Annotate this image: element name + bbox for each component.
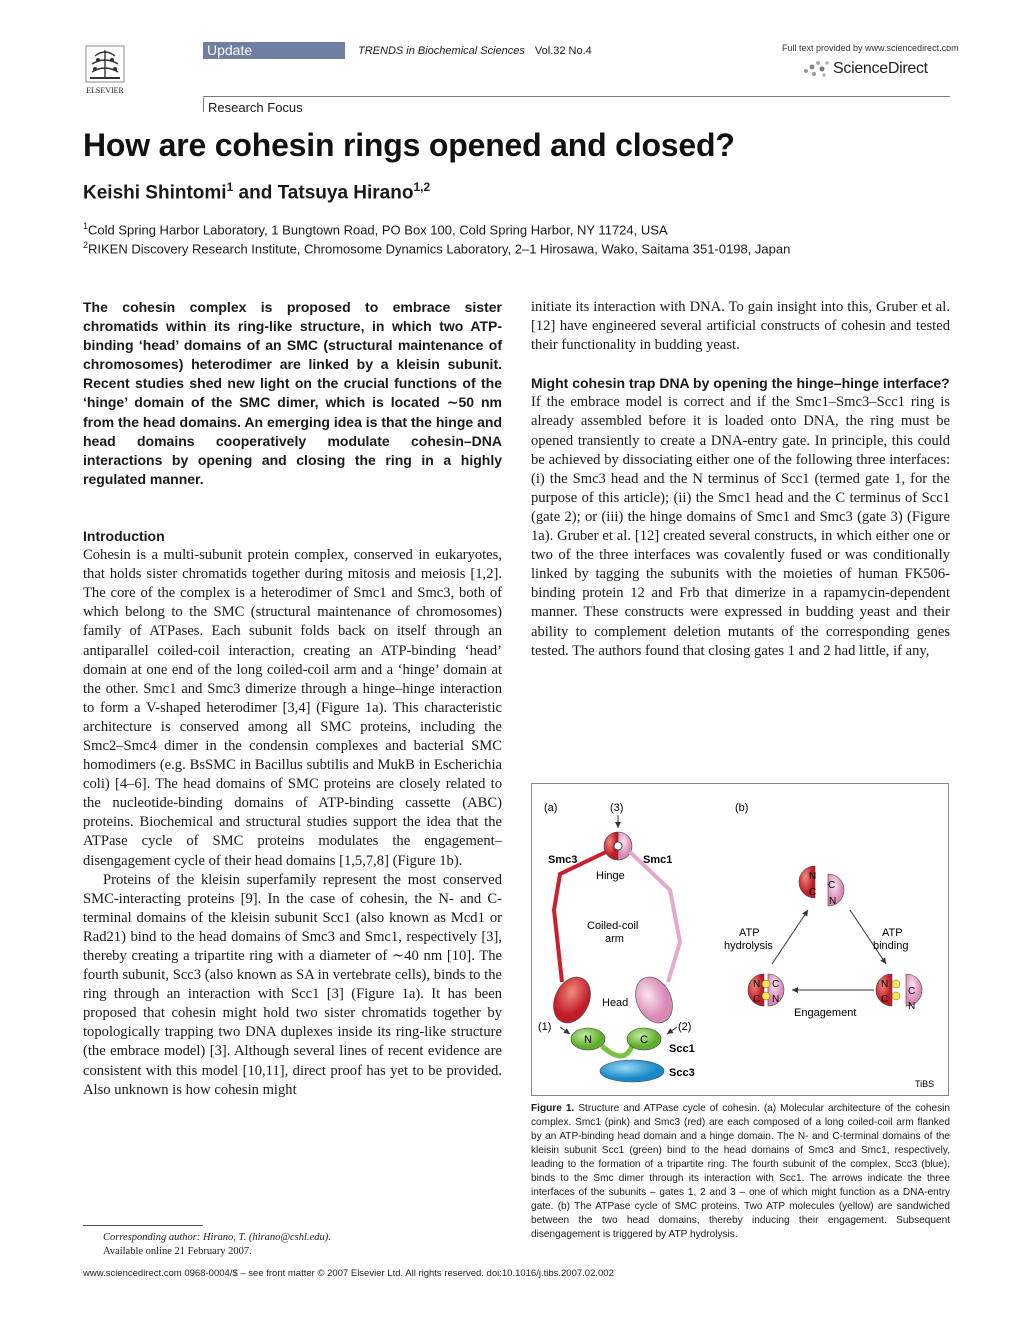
atp-binding-label-2: binding — [873, 940, 908, 952]
head-label: Head — [602, 997, 628, 1009]
section-marker — [203, 98, 204, 112]
disengaged-heads-top: N C C N — [798, 865, 845, 907]
top-n2: N — [829, 896, 836, 907]
atp-molecule — [891, 991, 901, 1001]
atp-hydrolysis-label-1: ATP — [739, 927, 760, 939]
right-n: N — [881, 979, 888, 990]
left-c2: C — [772, 979, 779, 990]
scc1-linker — [600, 1044, 635, 1059]
hinge-label: Hinge — [596, 870, 625, 882]
author-1: Keishi Shintomi — [83, 182, 227, 204]
scc1-label: Scc1 — [669, 1043, 695, 1055]
affiliation-2-text: RIKEN Discovery Research Institute, Chro… — [88, 241, 791, 257]
atp-bound-heads-right: N C C N — [875, 973, 923, 1012]
right-column: initiate its interaction with DNA. To ga… — [531, 298, 950, 661]
intro-paragraph-1: Cohesin is a multi-subunit protein compl… — [83, 547, 502, 869]
intro-paragraph-2: Proteins of the kleisin superfamily repr… — [83, 871, 502, 1098]
smc1-label: Smc1 — [643, 854, 672, 866]
figure-1-diagram: (a) (3) Smc3 Smc1 Hinge Coiled-coil arm … — [538, 802, 934, 1089]
figure-1: (a) (3) Smc3 Smc1 Hinge Coiled-coil arm … — [531, 783, 949, 1096]
affiliation-2: 2RIKEN Discovery Research Institute, Chr… — [83, 240, 790, 256]
smc3-hinge — [603, 831, 619, 861]
elsevier-logo: ELSEVIER — [85, 45, 125, 95]
journal-name: TRENDS in Biochemical Sciences — [358, 45, 525, 57]
footnote-rule — [83, 1225, 203, 1226]
svg-text:ELSEVIER: ELSEVIER — [86, 86, 124, 95]
scc1-n-terminus — [570, 1027, 606, 1051]
gate-1-arrow — [559, 1026, 571, 1035]
journal-volume: Vol.32 No.4 — [534, 45, 592, 57]
left-column: The cohesin complex is proposed to embra… — [83, 298, 502, 1100]
tibs-credit: TiBS — [915, 1079, 934, 1089]
smc3-head — [553, 976, 591, 1024]
corresponding-author: Corresponding author: Hirano, T. (hirano… — [103, 1232, 331, 1243]
smc1-head — [635, 976, 673, 1024]
right-paragraph-2: If the embrace model is correct and if t… — [531, 394, 950, 659]
panel-b-label: (b) — [735, 802, 748, 814]
right-c2: C — [908, 986, 915, 997]
scc1-c-terminus — [626, 1027, 662, 1051]
author-line: Keishi Shintomi1 and Tatsuya Hirano1,2 — [83, 180, 430, 204]
right-n2: N — [908, 1001, 915, 1012]
author-2: Tatsuya Hirano — [277, 182, 414, 204]
fulltext-note: Full text provided by www.sciencedirect.… — [782, 43, 959, 53]
engagement-label: Engagement — [794, 1007, 856, 1019]
atp-hydrolysis-label-2: hydrolysis — [724, 940, 773, 952]
engaged-heads-left: N C C N — [747, 973, 785, 1007]
page-footer: www.sciencedirect.com 0968-0004/$ – see … — [83, 1268, 614, 1279]
scc1-n-label: N — [584, 1034, 592, 1046]
gate-3-label: (3) — [610, 802, 623, 814]
footnote: Corresponding author: Hirano, T. (hirano… — [103, 1231, 331, 1259]
caption-text: Structure and ATPase cycle of cohesin. (… — [531, 1103, 950, 1240]
journal-line: TRENDS in Biochemical Sciences Vol.32 No.… — [358, 45, 592, 57]
smc1-hinge — [617, 831, 633, 861]
section-heading-hinge: Might cohesin trap DNA by opening the hi… — [531, 375, 950, 392]
article-title: How are cohesin rings opened and closed? — [83, 127, 735, 163]
author-1-sup: 1 — [226, 180, 234, 194]
left-n2: N — [772, 994, 779, 1005]
hinge-gate — [613, 841, 623, 851]
update-badge: Update — [203, 42, 345, 59]
left-n: N — [753, 979, 760, 990]
smc3-arm — [551, 850, 607, 983]
hydrolysis-arrow — [771, 909, 809, 965]
panel-a-label: (a) — [544, 802, 557, 814]
coiled-coil-label: Coiled-coil — [587, 920, 638, 932]
section-label: Research Focus — [208, 100, 303, 115]
left-c: C — [753, 994, 760, 1005]
right-c: C — [881, 994, 888, 1005]
author-2-sup: 1,2 — [413, 180, 431, 194]
atp-molecule — [761, 991, 771, 1001]
affiliation-1-sup: 1 — [83, 221, 89, 231]
top-n: N — [809, 871, 816, 882]
available-online: Available online 21 February 2007. — [103, 1246, 252, 1257]
intro-heading: Introduction — [83, 527, 165, 544]
top-c: C — [809, 887, 816, 898]
sciencedirect-logo[interactable]: ScienceDirect — [833, 60, 928, 77]
scc3-label: Scc3 — [669, 1067, 695, 1079]
top-c2: C — [828, 880, 835, 891]
affiliation-1-text: Cold Spring Harbor Laboratory, 1 Bungtow… — [88, 222, 668, 238]
atp-binding-label-1: ATP — [882, 927, 903, 939]
gate-1-label: (1) — [538, 1021, 551, 1033]
affiliation-1: 1Cold Spring Harbor Laboratory, 1 Bungto… — [83, 221, 668, 237]
gate-2-arrow — [666, 1026, 678, 1035]
atp-molecule — [891, 979, 901, 989]
gate-2-label: (2) — [678, 1021, 691, 1033]
sciencedirect-dots-icon — [804, 61, 829, 77]
smc1-arm — [628, 850, 683, 983]
author-conj: and — [238, 182, 273, 204]
binding-arrow — [849, 909, 887, 965]
affiliation-2-sup: 2 — [83, 240, 89, 250]
figure-caption: Figure 1. Structure and ATPase cycle of … — [531, 1102, 950, 1242]
atp-molecule — [761, 979, 771, 989]
abstract: The cohesin complex is proposed to embra… — [83, 299, 502, 487]
smc3-label: Smc3 — [548, 854, 577, 866]
caption-label: Figure 1. — [531, 1103, 575, 1114]
arm-label: arm — [605, 933, 624, 945]
scc1-c-label: C — [640, 1034, 648, 1046]
header-rule — [203, 96, 950, 97]
scc3-subunit — [599, 1059, 665, 1083]
right-paragraph-1: initiate its interaction with DNA. To ga… — [531, 299, 950, 354]
